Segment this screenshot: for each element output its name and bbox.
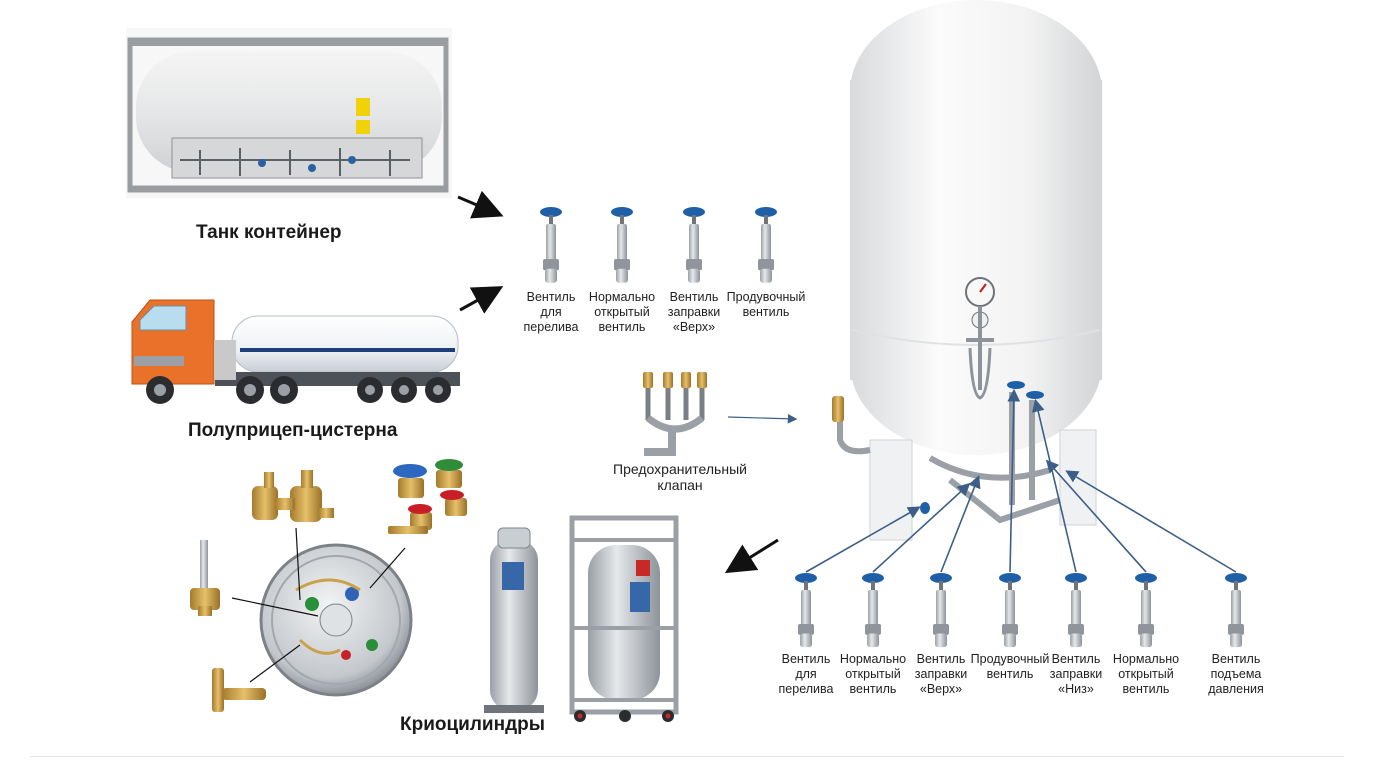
cryogenic-valve-icon bbox=[683, 207, 705, 283]
bottom-valve-label: Вентиль подъема давления bbox=[1208, 652, 1264, 696]
valve-leader-line bbox=[1045, 459, 1147, 573]
bottom-valve-label: Вентиль для перелива bbox=[778, 652, 834, 696]
cryogenic-valve-icon bbox=[540, 207, 562, 283]
valve-leader-line bbox=[872, 482, 971, 573]
cryogenic-valve-icon bbox=[862, 573, 884, 648]
top-valve-label: Вентиль заправки «Верх» bbox=[667, 290, 721, 334]
bottom-divider bbox=[30, 756, 1344, 757]
cryogenic-valve-icon bbox=[1065, 573, 1087, 648]
tank-container-image bbox=[126, 28, 452, 198]
cryogenic-valve-icon bbox=[930, 573, 952, 648]
top-valve-row bbox=[540, 207, 777, 283]
valve-leader-line bbox=[1031, 398, 1077, 573]
bottom-valve-label: Продувочный вентиль bbox=[970, 652, 1050, 681]
bottom-valve-label: Нормально открытый вентиль bbox=[1112, 652, 1180, 696]
bottom-valve-row bbox=[795, 573, 1247, 648]
vertical-storage-tank-image bbox=[832, 0, 1102, 541]
valve-leader-line bbox=[940, 475, 981, 573]
bottom-valve-label: Вентиль заправки «Низ» bbox=[1049, 652, 1103, 696]
cryocylinders-caption: Криоцилиндры bbox=[400, 714, 545, 735]
cryocylinders-image bbox=[484, 515, 679, 722]
cryocylinder-fittings-image bbox=[190, 459, 467, 712]
cryogenic-valve-icon bbox=[999, 573, 1021, 648]
tank-container-caption: Танк контейнер bbox=[196, 222, 342, 243]
bottom-valve-label: Нормально открытый вентиль bbox=[839, 652, 907, 696]
safety-valve-image bbox=[643, 372, 798, 456]
top-valve-label: Продувочный вентиль bbox=[726, 290, 806, 319]
semitrailer-caption: Полуприцеп-цистерна bbox=[188, 420, 398, 441]
bottom-valve-label: Вентиль заправки «Верх» bbox=[914, 652, 968, 696]
semitrailer-image bbox=[131, 299, 460, 404]
cryogenic-valve-icon bbox=[1135, 573, 1157, 648]
cryogenic-valve-icon bbox=[611, 207, 633, 283]
cryogenic-valve-icon bbox=[795, 573, 817, 648]
valve-leader-line bbox=[805, 506, 921, 573]
top-valve-label: Вентиль для перелива bbox=[523, 290, 579, 334]
flow-arrows bbox=[457, 190, 779, 574]
valve-leader-lines bbox=[805, 388, 1237, 573]
safety-valve-caption: Предохранительный клапан bbox=[613, 461, 747, 493]
cryogenic-valve-icon bbox=[1225, 573, 1247, 648]
top-valve-label: Нормально открытый вентиль bbox=[588, 290, 656, 334]
cryogenic-valve-icon bbox=[755, 207, 777, 283]
valve-leader-line bbox=[1065, 470, 1237, 573]
valve-leader-line bbox=[1007, 388, 1021, 573]
